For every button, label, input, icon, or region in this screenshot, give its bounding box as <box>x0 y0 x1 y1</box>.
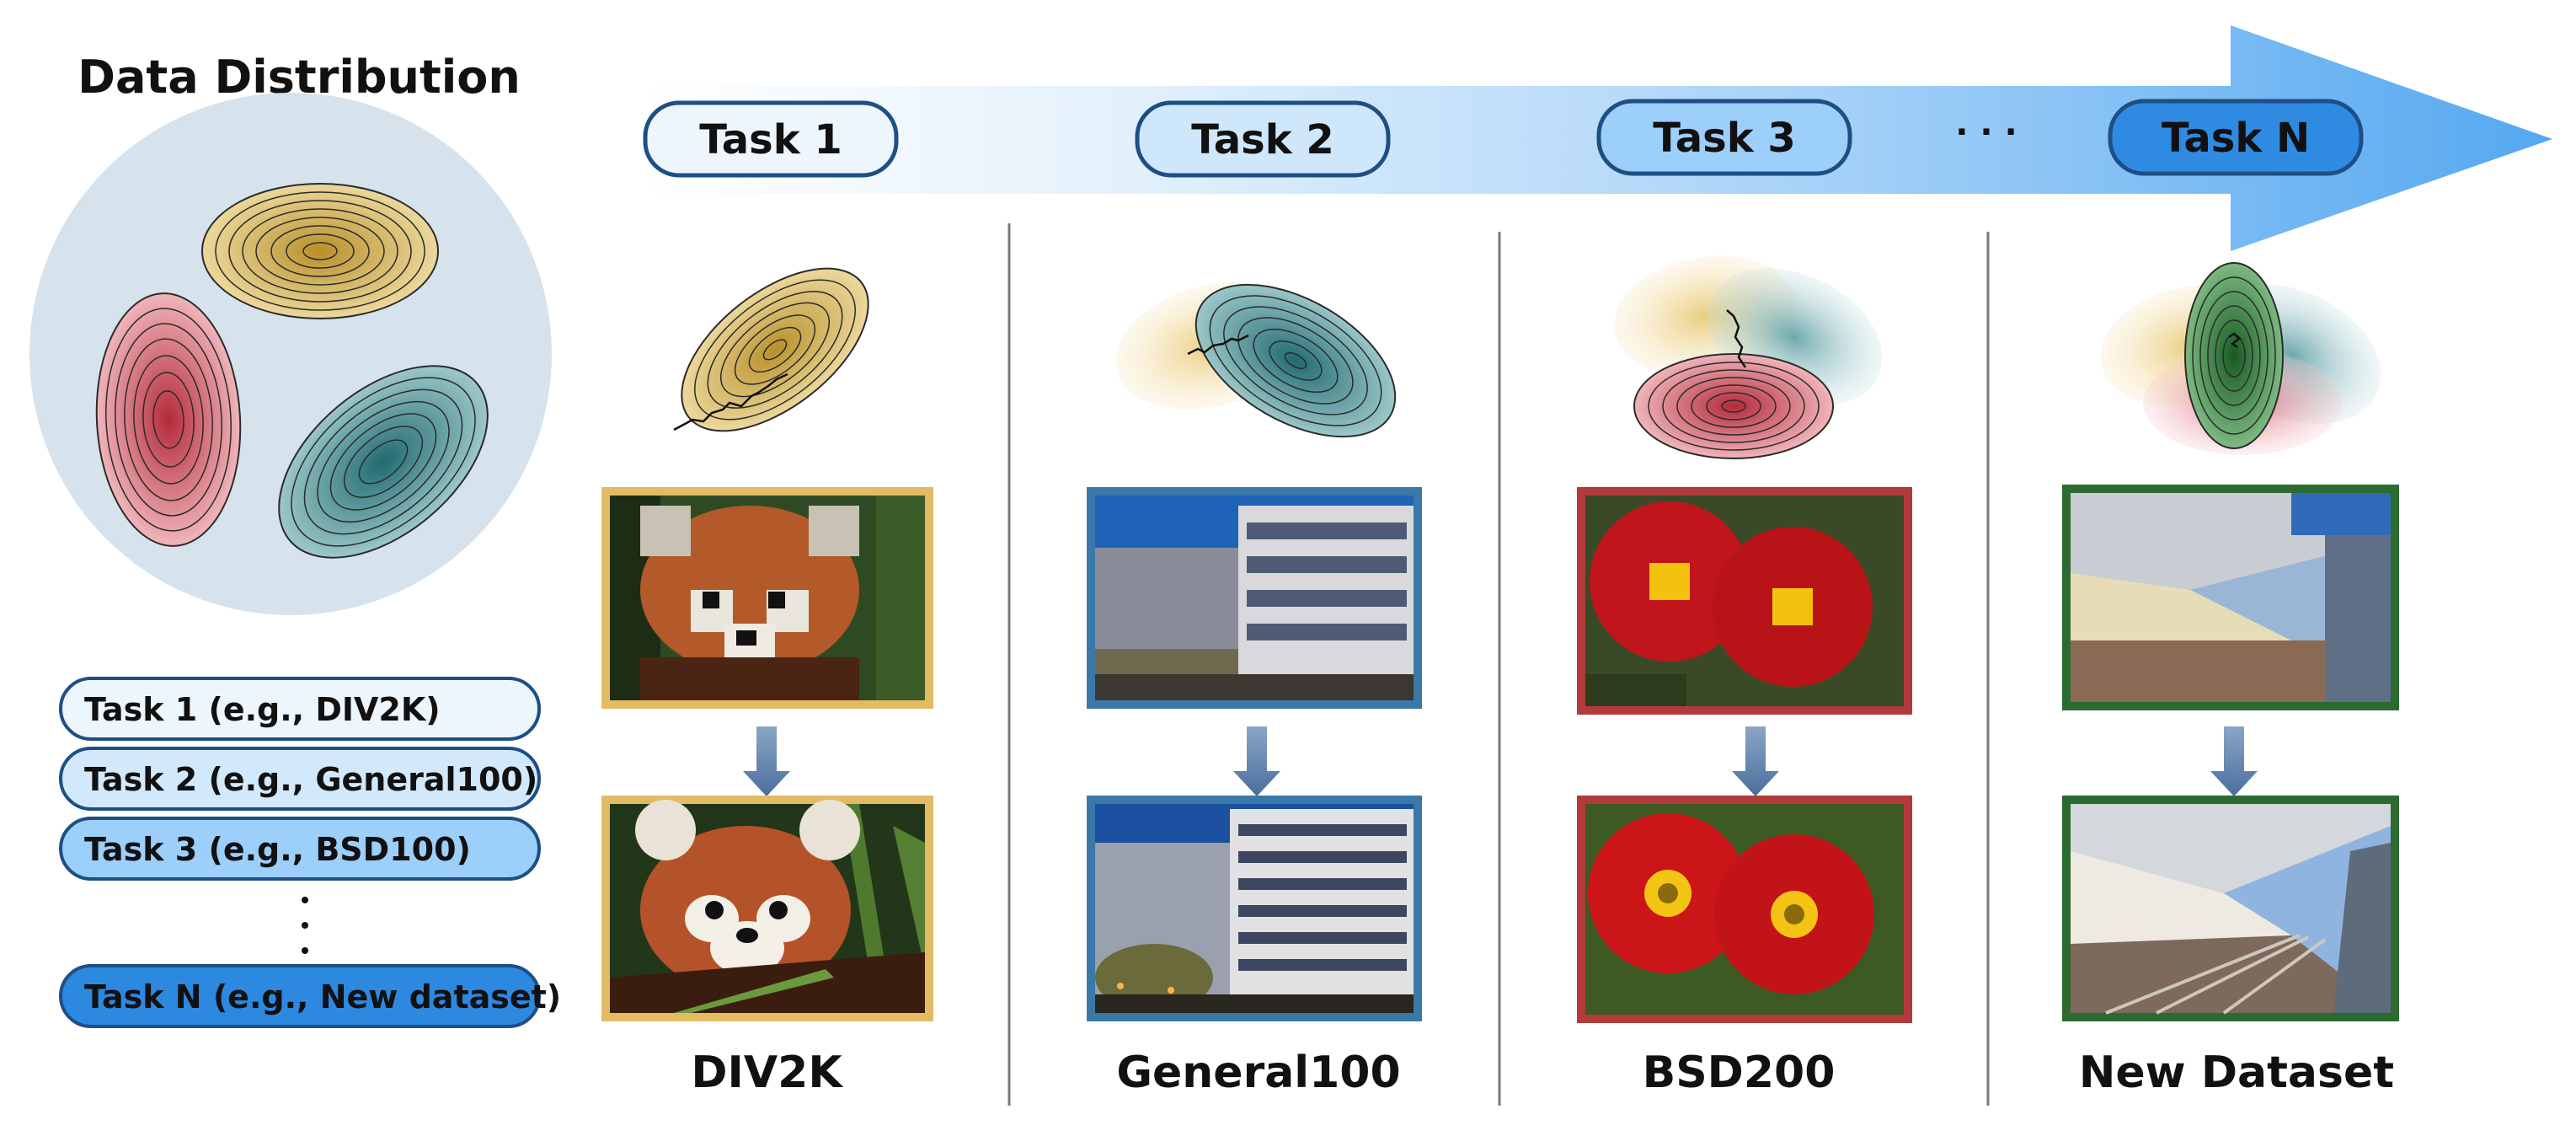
column-bsd200: BSD200 <box>1577 255 1912 1098</box>
column-general100: General100 <box>1087 281 1422 1098</box>
task-list-item-2 <box>59 747 541 811</box>
red-distribution <box>95 292 242 547</box>
task-list-label: Task 3 (e.g., BSD100) <box>84 831 471 868</box>
building-high-res-image <box>1095 804 1414 1013</box>
task-list-label: Task 1 (e.g., DIV2K) <box>84 691 441 728</box>
task-pill-label: Task N <box>2162 115 2310 162</box>
vertical-ellipsis <box>302 897 308 954</box>
red-panda-high-res-image <box>610 800 925 1013</box>
optimization-path <box>1726 309 1747 368</box>
task-pill-label: Task 2 <box>1191 116 1334 163</box>
optimization-path <box>673 372 788 431</box>
dataset-label: New Dataset <box>2079 1048 2394 1098</box>
building-low-res-image <box>1095 496 1414 700</box>
task-pill-label: Task 3 <box>1653 115 1796 162</box>
arrow-down-icon <box>1732 726 1779 796</box>
task-pill-1 <box>643 100 899 178</box>
dataset-label: General100 <box>1116 1048 1400 1098</box>
optimization-path <box>1187 334 1249 356</box>
column-div2k: DIV2K <box>601 267 933 1098</box>
task-list-item-n <box>59 964 541 1028</box>
red-distribution <box>1633 353 1834 459</box>
task-sequence-arrow: Task 1 Task 2 Task 3 · · · Task N <box>640 25 2552 251</box>
task-list-label: Task 2 (e.g., General100) <box>84 761 537 798</box>
teal-distribution <box>1194 283 1397 438</box>
task-pill-2 <box>1135 100 1391 178</box>
arrow-down-icon <box>2210 726 2258 796</box>
yellow-distribution <box>201 183 439 319</box>
optimization-path <box>2228 332 2241 349</box>
red-flowers-high-res-image <box>1585 804 1904 1015</box>
horizontal-ellipsis: · · · <box>1955 113 2017 152</box>
arrow-shape <box>640 25 2552 251</box>
train-station-low-res-image <box>2071 493 2391 702</box>
yellow-distribution <box>681 267 869 432</box>
task-pill-n <box>2108 99 2364 176</box>
dataset-label: DIV2K <box>691 1048 843 1098</box>
green-distribution <box>2184 262 2284 449</box>
task-pill-3 <box>1596 99 1852 176</box>
column-dividers <box>1007 223 1990 1106</box>
left-panel: Data Distribution <box>29 51 561 1028</box>
task-pill-label: Task 1 <box>699 116 842 163</box>
red-panda-low-res-image <box>610 496 925 700</box>
red-flowers-low-res-image <box>1585 496 1904 706</box>
task-list-label: Task N (e.g., New dataset) <box>84 978 561 1015</box>
arrow-down-icon <box>1233 726 1280 796</box>
task-list-item-3 <box>59 817 541 881</box>
arrow-down-icon <box>743 726 790 796</box>
task-list-item-1 <box>59 677 541 741</box>
column-new-dataset: New Dataset <box>2062 262 2399 1098</box>
task-list: Task 1 (e.g., DIV2K) Task 2 (e.g., Gener… <box>59 677 561 1028</box>
teal-distribution <box>278 365 489 559</box>
dataset-label: BSD200 <box>1643 1048 1836 1098</box>
train-station-high-res-image <box>2071 804 2391 1015</box>
